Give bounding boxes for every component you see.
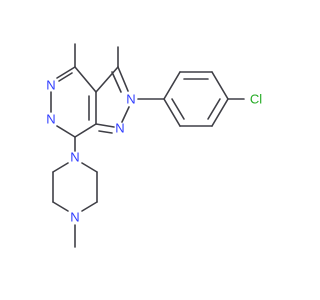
phenyl-bond-4 (211, 98, 229, 127)
piperazine-bond-4 (52, 201, 69, 212)
bond-c3a-c4 (74, 66, 97, 93)
phenyl-bond-6-double (171, 98, 185, 120)
molecule-canvas: N N N N N N Cl (46, 43, 262, 248)
atom-n-piperazine-top: N (70, 150, 79, 165)
bond-n1-c7a (95, 123, 115, 128)
atom-n-pyrazole-1: N (115, 121, 124, 136)
atom-labels: N N N N N N Cl (46, 78, 262, 225)
piperazine-bond-3 (81, 201, 98, 212)
atom-n-piperazine-bottom: N (70, 210, 79, 225)
structure-diagram: N N N N N N Cl (46, 43, 262, 248)
atom-chlorine: Cl (250, 92, 262, 107)
atom-n-pyrazole-2: N (126, 92, 135, 107)
bond-c3a-c3 (95, 66, 119, 93)
phenyl-bond-1 (163, 71, 181, 100)
bond-c7-c7a (74, 123, 97, 138)
phenyl-bond-4-double (207, 98, 221, 120)
piperazine-bond-6 (52, 162, 69, 173)
bonds (50, 43, 245, 248)
atom-n-pyridazine-bottom: N (46, 112, 55, 127)
bond-n1-c7a-double (98, 130, 113, 134)
bond-n6-c7 (56, 125, 76, 138)
bond-c4-n5 (56, 66, 76, 79)
bond-n2-n1 (121, 106, 130, 123)
atom-n-pyridazine-top: N (46, 78, 55, 93)
bond-c4-n5-double (58, 72, 73, 82)
piperazine-bond-1 (81, 162, 98, 173)
phenyl-bond-6 (163, 98, 181, 127)
bond-c3-n2-double (111, 71, 122, 93)
phenyl-bond-3 (211, 71, 229, 100)
bond-c3-n2 (117, 66, 129, 92)
